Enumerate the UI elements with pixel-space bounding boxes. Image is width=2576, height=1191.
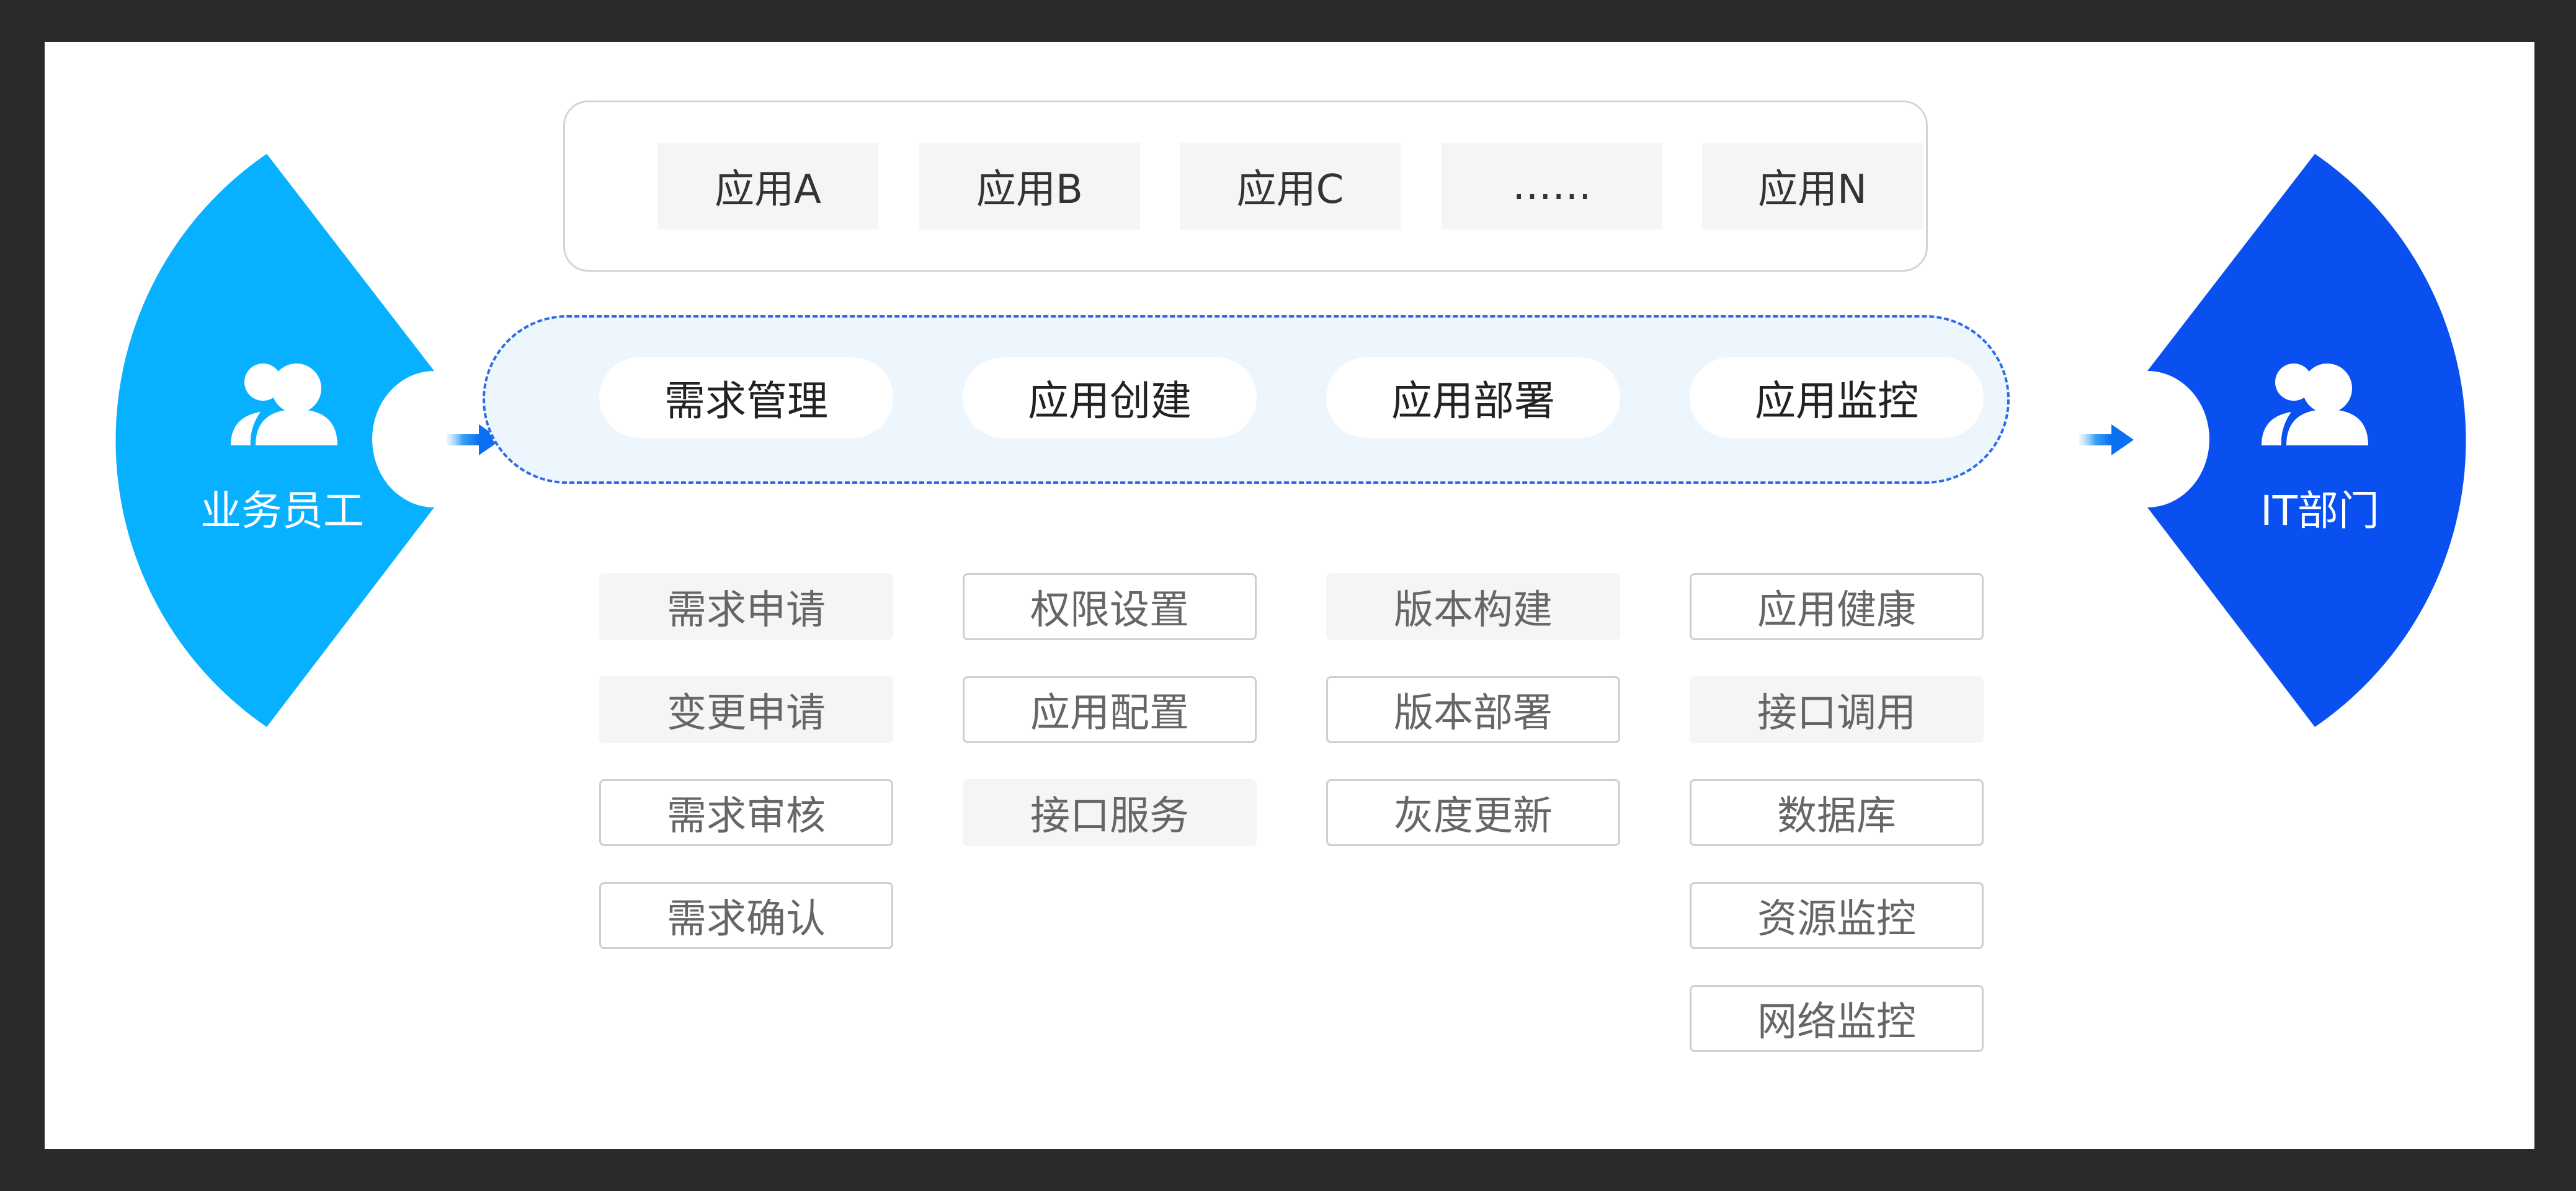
stage-pill-deploy[interactable]: 应用部署 (1326, 357, 1620, 438)
sub-item[interactable]: 需求申请 (599, 573, 893, 640)
sub-item[interactable]: 需求确认 (599, 882, 893, 949)
stage-pill-monitor[interactable]: 应用监控 (1690, 357, 1984, 438)
stage-pill-demand[interactable]: 需求管理 (599, 357, 893, 438)
right-actor-label: IT部门 (2260, 487, 2379, 535)
sub-item[interactable]: 数据库 (1690, 779, 1984, 846)
sub-item[interactable]: 应用配置 (963, 676, 1257, 743)
app-box[interactable]: …… (1442, 143, 1662, 230)
app-box[interactable]: 应用A (657, 143, 878, 230)
sub-item[interactable]: 应用健康 (1690, 573, 1984, 640)
users-icon (231, 364, 337, 445)
left-actor-label: 业务员工 (200, 487, 364, 535)
sub-item[interactable]: 版本部署 (1326, 676, 1620, 743)
sub-item[interactable]: 权限设置 (963, 573, 1257, 640)
sub-item[interactable]: 灰度更新 (1326, 779, 1620, 846)
arrow-icon (447, 424, 501, 455)
sub-item[interactable]: 接口服务 (963, 779, 1257, 846)
arrow-icon (2079, 424, 2134, 455)
sub-item[interactable]: 变更申请 (599, 676, 893, 743)
sub-item[interactable]: 接口调用 (1690, 676, 1984, 743)
app-box[interactable]: 应用N (1702, 143, 1923, 230)
app-box[interactable]: 应用B (919, 143, 1140, 230)
stage-pill-create[interactable]: 应用创建 (963, 357, 1257, 438)
app-box[interactable]: 应用C (1180, 143, 1401, 230)
sub-item[interactable]: 资源监控 (1690, 882, 1984, 949)
users-icon (2262, 364, 2368, 445)
sub-item[interactable]: 网络监控 (1690, 985, 1984, 1052)
sub-item[interactable]: 版本构建 (1326, 573, 1620, 640)
sub-item[interactable]: 需求审核 (599, 779, 893, 846)
